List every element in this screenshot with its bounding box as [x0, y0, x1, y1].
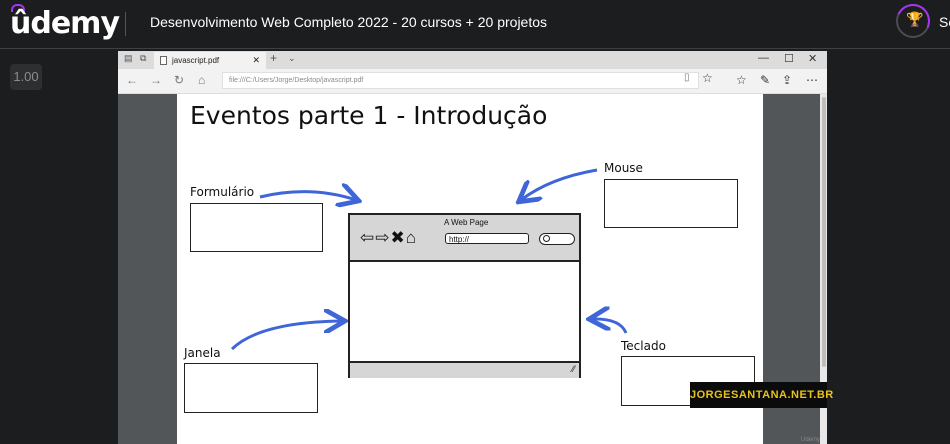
- tab-actions-icon[interactable]: ▤: [124, 53, 133, 63]
- new-tab-button[interactable]: +: [270, 51, 278, 65]
- browser-tab[interactable]: javascript.pdf ✕: [154, 52, 266, 69]
- web-page-mockup: A Web Page ⇦⇨✖⌂ http:// ⁄⁄: [348, 213, 581, 378]
- share-icon[interactable]: ⇪: [782, 73, 793, 87]
- tab-title: javascript.pdf: [172, 56, 220, 65]
- back-tabs-icon[interactable]: ⧉: [140, 53, 147, 63]
- more-icon[interactable]: ⋯: [806, 73, 818, 87]
- pen-icon[interactable]: ✎: [760, 73, 771, 87]
- file-icon: [160, 56, 167, 65]
- top-bar: ûdemy Desenvolvimento Web Completo 2022 …: [0, 0, 950, 49]
- close-window-button[interactable]: ✕: [808, 53, 818, 65]
- favorites-hub-icon[interactable]: ☆: [736, 73, 747, 87]
- favorite-star-icon[interactable]: ☆: [702, 71, 713, 85]
- label-formulario: Formulário: [190, 185, 255, 199]
- browser-tab-strip: ▤ ⧉ javascript.pdf ✕ + ⌄ — ☐ ✕: [118, 51, 827, 69]
- udemy-logo[interactable]: ûdemy: [10, 6, 120, 41]
- label-mouse: Mouse: [604, 161, 643, 175]
- forward-icon[interactable]: →: [150, 73, 162, 87]
- logo-hat-icon: [11, 4, 25, 12]
- mockup-search-icon: [539, 233, 575, 245]
- mockup-title: A Web Page: [444, 218, 489, 227]
- formulario-box: [190, 203, 323, 252]
- back-icon[interactable]: ←: [126, 73, 138, 87]
- scrollbar-thumb[interactable]: [822, 97, 826, 367]
- mockup-url-field: http://: [445, 233, 529, 244]
- janela-box: [184, 363, 318, 413]
- tab-dropdown-icon[interactable]: ⌄: [288, 53, 296, 63]
- playback-speed-button[interactable]: 1.00: [10, 64, 42, 90]
- user-menu[interactable]: Se: [939, 14, 950, 30]
- trophy-icon: 🏆: [906, 11, 924, 27]
- refresh-icon[interactable]: ↻: [174, 73, 185, 87]
- slide-title: Eventos parte 1 - Introdução: [190, 101, 548, 130]
- mockup-toolbar: A Web Page ⇦⇨✖⌂ http://: [350, 215, 579, 262]
- corner-mark: Udemy: [801, 437, 821, 443]
- maximize-button[interactable]: ☐: [784, 53, 794, 65]
- minimize-button[interactable]: —: [758, 52, 769, 64]
- mockup-status-bar: ⁄⁄: [350, 361, 579, 378]
- browser-nav-bar: ← → ↻ ⌂ file:///C:/Users/Jorge/Desktop/j…: [118, 69, 827, 94]
- label-janela: Janela: [184, 346, 221, 360]
- watermark: JORGESANTANA.NET.BR: [690, 382, 833, 408]
- mockup-nav-icons: ⇦⇨✖⌂: [360, 228, 418, 247]
- progress-ring[interactable]: [896, 4, 930, 38]
- resize-grip-icon: ⁄⁄: [571, 364, 575, 374]
- mouse-box: [604, 179, 738, 228]
- header-divider: [125, 12, 126, 36]
- tab-close-icon[interactable]: ✕: [252, 55, 260, 65]
- reading-view-icon[interactable]: ▯: [684, 72, 690, 83]
- home-icon[interactable]: ⌂: [198, 73, 206, 87]
- label-teclado: Teclado: [621, 339, 666, 353]
- course-title[interactable]: Desenvolvimento Web Completo 2022 - 20 c…: [150, 14, 548, 30]
- address-bar[interactable]: file:///C:/Users/Jorge/Desktop/javascrip…: [222, 72, 699, 89]
